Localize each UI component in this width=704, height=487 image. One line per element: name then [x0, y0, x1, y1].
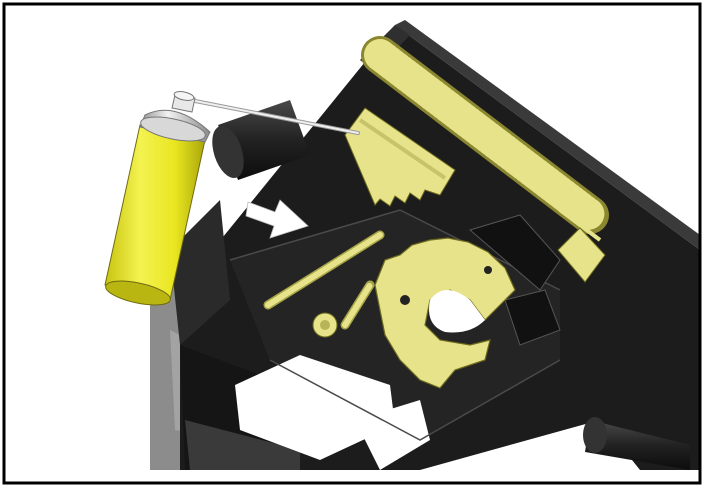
lever-bracket — [468, 214, 561, 346]
small-springs — [263, 230, 385, 338]
ratchet-wheel — [374, 237, 516, 389]
spray-can-icon — [104, 91, 211, 306]
spray-tube — [188, 98, 360, 135]
yellow-clip — [557, 227, 606, 283]
right-rod — [583, 417, 690, 470]
long-spring — [361, 36, 609, 242]
direction-arrow-icon — [245, 199, 309, 239]
toothed-slider — [344, 107, 456, 207]
